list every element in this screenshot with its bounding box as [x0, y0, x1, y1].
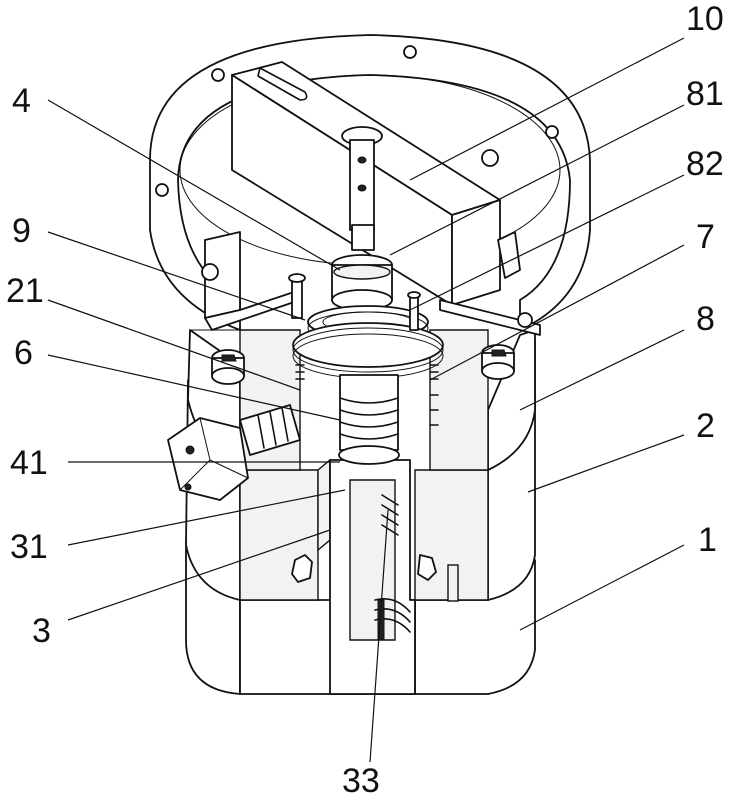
left-arm: [202, 232, 300, 330]
label-8: 8: [696, 300, 715, 338]
label-21: 21: [6, 272, 44, 310]
label-3: 3: [32, 612, 51, 650]
label-31: 31: [10, 528, 48, 566]
leader-1: [520, 545, 684, 630]
label-9: 9: [12, 212, 31, 250]
label-82: 82: [686, 145, 724, 183]
label-6: 6: [14, 334, 33, 372]
label-10: 10: [686, 0, 724, 38]
label-41: 41: [10, 444, 48, 482]
label-81: 81: [686, 75, 724, 113]
bolt-left: [212, 350, 244, 384]
label-33: 33: [342, 762, 380, 800]
label-4: 4: [12, 82, 31, 120]
label-1: 1: [698, 521, 717, 559]
label-2: 2: [696, 407, 715, 445]
label-7: 7: [696, 218, 715, 256]
leader-2: [528, 435, 684, 492]
leader-8: [520, 330, 684, 410]
